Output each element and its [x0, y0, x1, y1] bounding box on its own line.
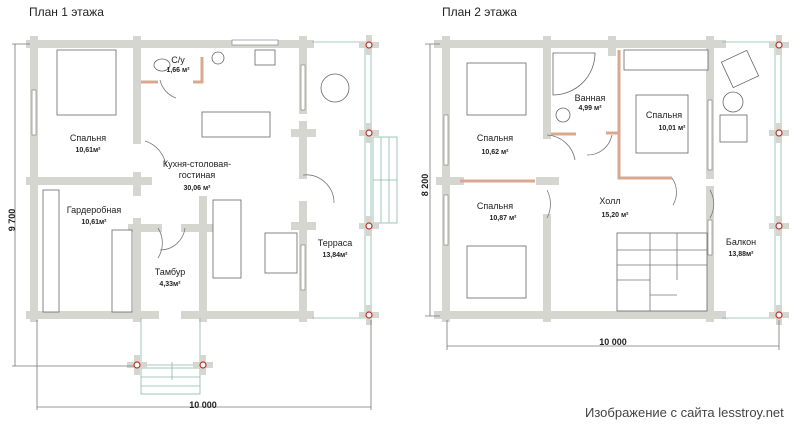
- room-label: Ванная: [575, 93, 606, 103]
- room-area: 10,01 м²: [659, 125, 687, 132]
- room-label: Кухня-столовая-: [163, 159, 231, 169]
- plan-2-title: План 2 этажа: [442, 5, 517, 19]
- room-label: Холл: [599, 196, 620, 206]
- bed-icon: [466, 245, 527, 299]
- room-area: 10,61м²: [75, 147, 101, 154]
- width-dimension: 10 000: [189, 400, 217, 410]
- room-area: 30,06 м²: [184, 185, 212, 192]
- height-dimension: 8 200: [420, 174, 430, 197]
- room-label: Терраса: [318, 238, 353, 248]
- room-area: 10,61м²: [81, 219, 107, 226]
- room-label: Гардеробная: [67, 205, 122, 215]
- room-area: 13,84м²: [322, 252, 348, 259]
- room-label: Спальня: [477, 133, 513, 143]
- toilet-icon: [153, 58, 171, 72]
- room-area: 4,33м²: [159, 281, 181, 288]
- armchair-icon: [720, 49, 760, 89]
- balcony-outline: [722, 41, 782, 319]
- stairs-icon: [616, 232, 708, 312]
- width-dimension: 10 000: [599, 337, 627, 347]
- stove-icon: [254, 49, 276, 66]
- bed-icon: [56, 49, 117, 116]
- room-area: 10,62 м²: [482, 149, 510, 156]
- plan-2-furniture: [466, 49, 760, 312]
- height-dimension: 9 700: [7, 209, 17, 232]
- sink-icon: [211, 51, 225, 65]
- room-area: 13,88м²: [728, 251, 754, 258]
- plan-1-title: План 1 этажа: [29, 5, 104, 19]
- room-label: С/у: [171, 55, 185, 65]
- room-area: 15,20 м²: [602, 212, 630, 219]
- room-label: гостиная: [179, 170, 216, 180]
- plan-1-furniture: [42, 49, 350, 313]
- plan-2-walls: [434, 36, 726, 322]
- terrace-posts: [127, 35, 379, 375]
- terrace-outline: [140, 41, 398, 395]
- room-label: Спальня: [646, 110, 682, 120]
- round-table-icon: [320, 73, 350, 103]
- balcony-posts: [769, 35, 789, 325]
- dining-table-icon: [201, 111, 271, 138]
- room-label: Спальня: [70, 133, 106, 143]
- room-area: 1,66 м²: [166, 67, 190, 74]
- room-area: 10,87 м²: [490, 215, 518, 222]
- stairs-icon: [264, 232, 298, 274]
- room-label: Тамбур: [155, 267, 186, 277]
- plan-2: План 2 этажа: [420, 5, 789, 350]
- bed-icon: [466, 62, 527, 116]
- room-label: Балкон: [726, 237, 756, 247]
- toilet-icon: [555, 107, 571, 123]
- plan-1: План 1 этажа: [7, 5, 398, 410]
- sofa-icon: [212, 199, 242, 279]
- room-area: 4,99 м²: [578, 105, 602, 112]
- room-label: Спальня: [477, 201, 513, 211]
- corner-bath-icon: [552, 52, 596, 96]
- armchair-icon: [719, 114, 748, 143]
- watermark: Изображение с сайта lesstroy.net: [585, 405, 784, 420]
- bed-icon: [635, 94, 689, 154]
- plan-1-walls: [26, 36, 316, 322]
